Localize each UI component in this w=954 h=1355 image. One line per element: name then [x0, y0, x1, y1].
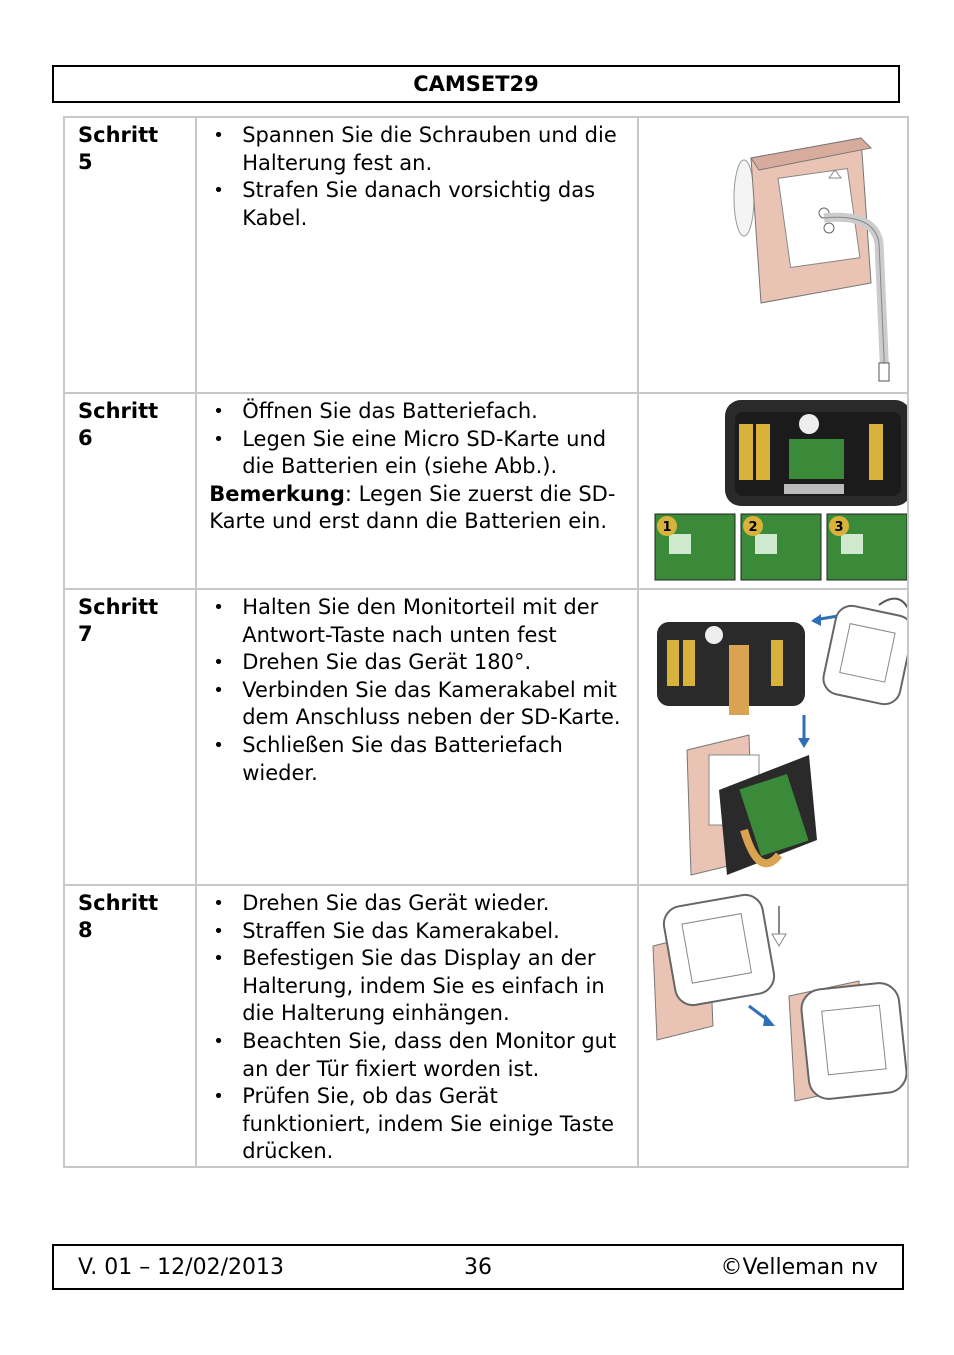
step-instructions: Halten Sie den Monitorteil mit der Antwo…: [195, 588, 639, 886]
step-row-7: Schritt 7 Halten Sie den Monitorteil mit…: [62, 588, 910, 886]
step-number: 6: [78, 426, 93, 450]
bullet-item: Verbinden Sie das Kamerakabel mit dem An…: [213, 677, 629, 732]
bullet-item: Öffnen Sie das Batteriefach.: [213, 398, 629, 426]
bullet-list: Spannen Sie die Schrauben und die Halter…: [209, 122, 629, 232]
step-badge-3: 3: [834, 520, 843, 535]
note-text: : Legen Sie zuerst die SD-Karte und erst…: [209, 481, 616, 534]
step-instructions: Öffnen Sie das Batteriefach. Legen Sie e…: [195, 392, 639, 590]
step-illustration-cell: [636, 116, 910, 394]
step-row-5: Schritt 5 Spannen Sie die Schrauben und …: [62, 116, 910, 394]
step-number: 8: [78, 918, 93, 942]
step-badge-2: 2: [748, 520, 757, 535]
bullet-item: Prüfen Sie, ob das Gerät funktioniert, i…: [213, 1083, 629, 1166]
step-label-cell: Schritt 7: [62, 588, 198, 886]
step-instructions: Drehen Sie das Gerät wieder. Straffen Si…: [195, 884, 639, 1168]
bullet-item: Halten Sie den Monitorteil mit der Antwo…: [213, 594, 629, 649]
note-label: Bemerkung: [209, 481, 345, 506]
step-label: Schritt: [78, 123, 159, 147]
step-label: Schritt: [78, 891, 159, 915]
bullet-list: Drehen Sie das Gerät wieder. Straffen Si…: [209, 890, 629, 1166]
step-label-cell: Schritt 6: [62, 392, 198, 590]
instruction-steps-table: Schritt 5 Spannen Sie die Schrauben und …: [62, 116, 910, 1168]
step-row-6: Schritt 6 Öffnen Sie das Batteriefach. L…: [62, 392, 910, 590]
connect-cable-illustration: [656, 597, 907, 876]
step-label: Schritt: [78, 595, 159, 619]
bullet-item: Drehen Sie das Gerät 180°.: [213, 649, 629, 677]
bullet-item: Befestigen Sie das Display an der Halter…: [213, 945, 629, 1028]
sd-card-steps: 1 2 3: [654, 513, 907, 581]
step-number: 7: [78, 622, 93, 646]
step-label-cell: Schritt 5: [62, 116, 198, 394]
step-label-cell: Schritt 8: [62, 884, 198, 1168]
step-row-8: Schritt 8 Drehen Sie das Gerät wieder. S…: [62, 884, 910, 1168]
document-header: CAMSET29: [52, 65, 900, 103]
bullet-item: Legen Sie eine Micro SD-Karte und die Ba…: [213, 426, 629, 481]
bullet-item: Straffen Sie das Kamerakabel.: [213, 918, 629, 946]
footer-version: V. 01 – 12/02/2013: [78, 1255, 284, 1280]
header-title: CAMSET29: [413, 72, 539, 96]
mount-display-illustration: [652, 893, 907, 1102]
step-instructions: Spannen Sie die Schrauben und die Halter…: [195, 116, 639, 394]
document-footer: V. 01 – 12/02/2013 36 ©Velleman nv: [52, 1244, 904, 1290]
step-note: Bemerkung: Legen Sie zuerst die SD-Karte…: [209, 481, 629, 536]
bullet-item: Spannen Sie die Schrauben und die Halter…: [213, 122, 629, 177]
step-badge-1: 1: [662, 520, 671, 535]
step-illustration-cell: [636, 884, 910, 1168]
bullet-item: Schließen Sie das Batteriefach wieder.: [213, 732, 629, 787]
footer-page-number: 36: [464, 1255, 492, 1280]
footer-copyright: ©Velleman nv: [720, 1255, 878, 1280]
step-number: 5: [78, 150, 93, 174]
step-illustration-cell: 1 2 3: [636, 392, 910, 590]
step-illustration-cell: [636, 588, 910, 886]
bullet-list: Öffnen Sie das Batteriefach. Legen Sie e…: [209, 398, 629, 481]
battery-compartment-illustration: 1 2 3: [654, 400, 907, 581]
bullet-item: Drehen Sie das Gerät wieder.: [213, 890, 629, 918]
bullet-item: Beachten Sie, dass den Monitor gut an de…: [213, 1028, 629, 1083]
bracket-mount-illustration: [733, 137, 890, 382]
bullet-item: Strafen Sie danach vorsichtig das Kabel.: [213, 177, 629, 232]
bullet-list: Halten Sie den Monitorteil mit der Antwo…: [209, 594, 629, 787]
step-label: Schritt: [78, 399, 159, 423]
